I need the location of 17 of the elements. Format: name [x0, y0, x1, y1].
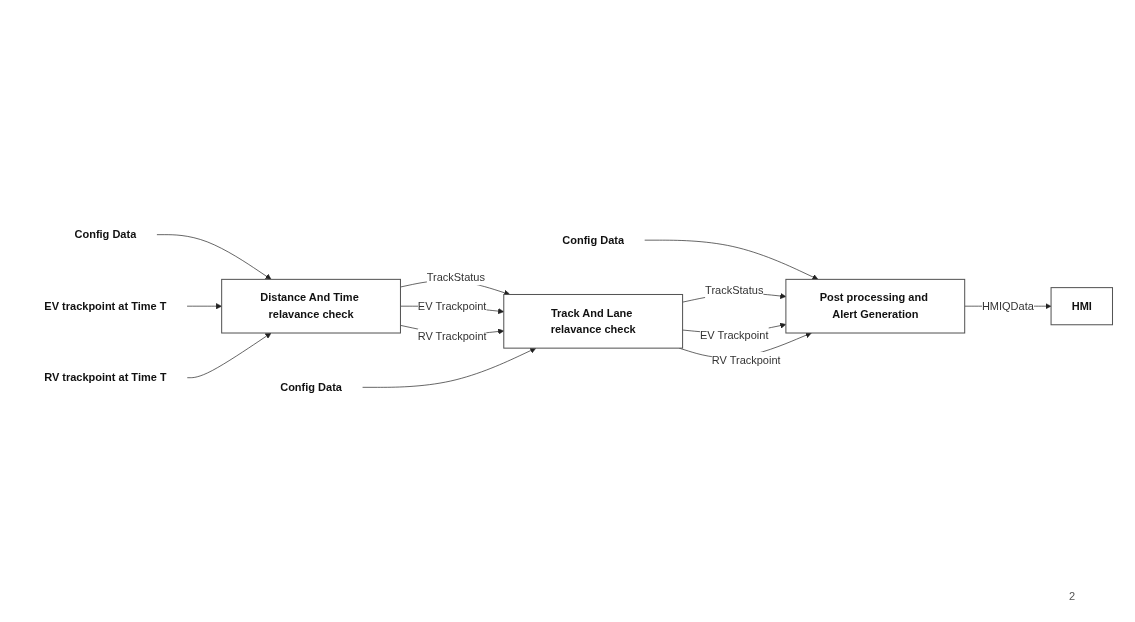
node-text: Config Data: [74, 228, 136, 241]
node-box: Track And Lane relavance check: [502, 293, 683, 349]
page-number: 2: [1068, 590, 1075, 602]
node-text: EV trackpoint at Time T: [43, 300, 166, 312]
node-text: RV trackpoint at Time T: [43, 371, 167, 384]
node-text: Config Data: [279, 381, 342, 393]
edge-label: RV Trackpoint: [711, 354, 781, 366]
node-box: Post processing and Alert Generation: [784, 278, 965, 334]
node-box: HMI: [1050, 287, 1113, 326]
node-box: Distance And Time relavance check: [220, 278, 401, 334]
edge-label: EV Trackpoint: [699, 328, 768, 341]
edge-label: RV Trackpoint: [417, 330, 487, 342]
node-text: Config Data: [561, 233, 624, 246]
edge-label: HMIQData: [981, 300, 1034, 312]
edge-label: TrackStatus: [426, 270, 485, 283]
edge-label: EV Trackpoint: [417, 300, 486, 312]
edge-label: TrackStatus: [704, 284, 763, 297]
